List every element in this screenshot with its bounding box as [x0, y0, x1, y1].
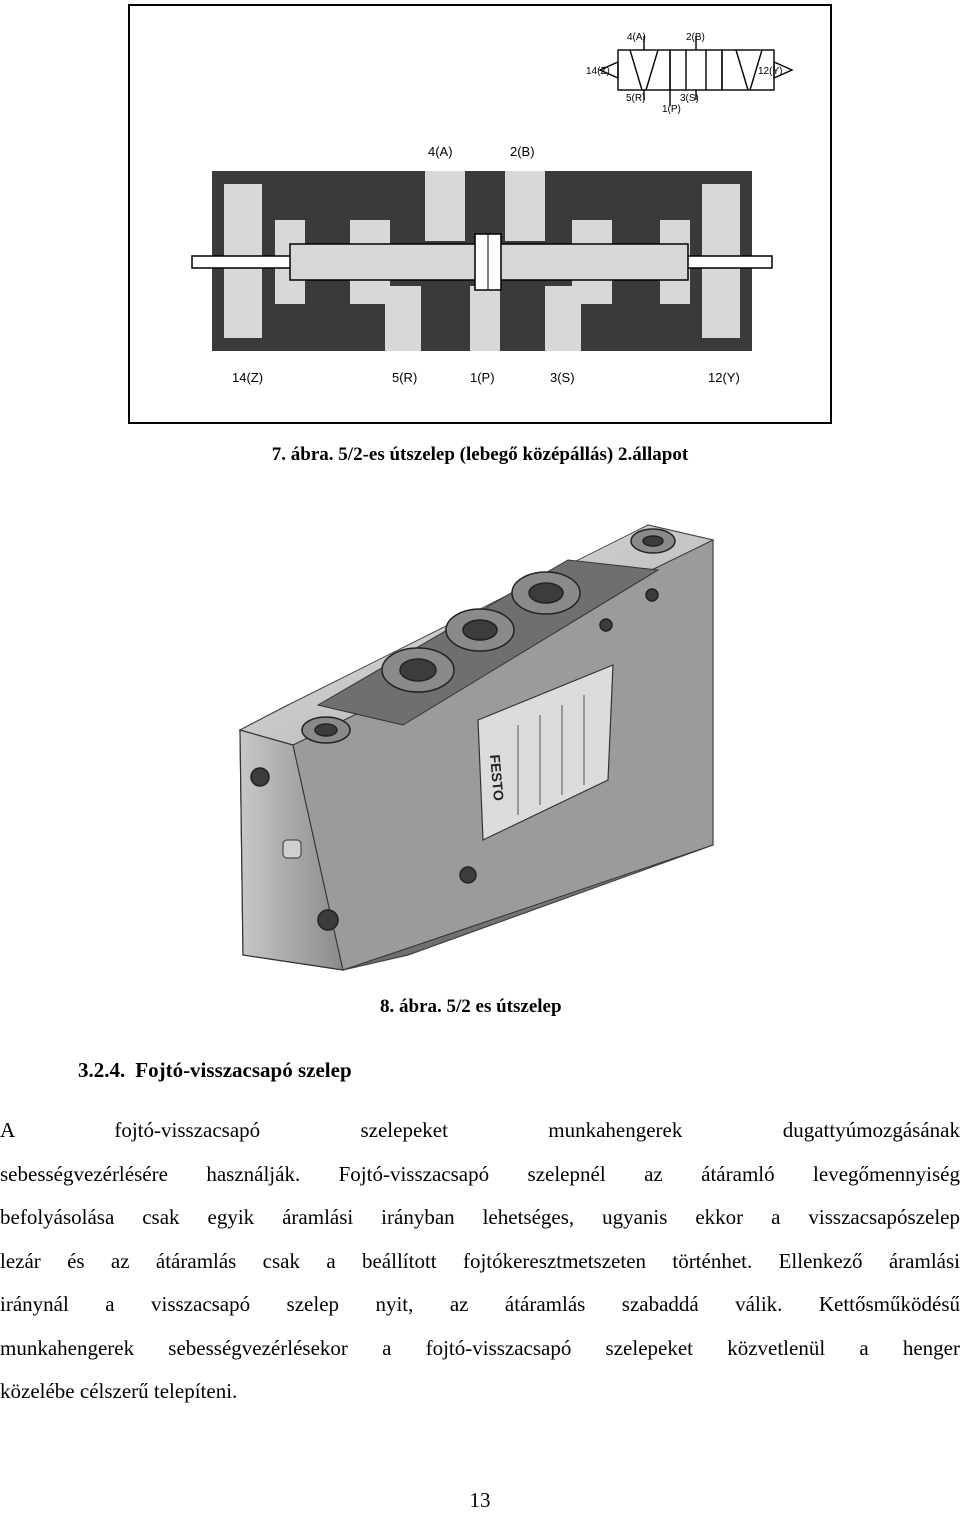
brand-plate-text: FESTO	[487, 754, 507, 802]
body-paragraph: A fojtó-visszacsapó szelepeket munkaheng…	[0, 1109, 960, 1414]
section-title: Fojtó-visszacsapó szelep	[135, 1058, 352, 1082]
paragraph-line: közelébe célszerű telepíteni.	[0, 1379, 238, 1403]
symbol-port-12-label: 12(Y)	[758, 66, 782, 77]
valve-symbol	[598, 36, 794, 106]
section-port-2-label: 2(B)	[510, 144, 535, 159]
section-port-14-label: 14(Z)	[232, 370, 263, 385]
section-port-12-label: 12(Y)	[708, 370, 740, 385]
page-number: 13	[469, 1488, 491, 1512]
section-heading: 3.2.4. Fojtó-visszacsapó szelep	[78, 1058, 352, 1083]
symbol-port-14-label: 14(Z)	[586, 66, 610, 77]
valve-body	[191, 171, 773, 351]
section-port-4-label: 4(A)	[428, 144, 453, 159]
valve-section-drawing: 4(A) 2(B) 14(Z) 12(Y) 5(R) 3(S) 1(P) 4(A…	[191, 32, 794, 385]
symbol-port-3-label: 3(S)	[680, 93, 699, 104]
valve-section-figure: 4(A) 2(B) 14(Z) 12(Y) 5(R) 3(S) 1(P) 4(A…	[128, 4, 832, 424]
symbol-port-2-label: 2(B)	[686, 32, 705, 43]
symbol-port-5-label: 5(R)	[626, 93, 645, 104]
figure-7-caption: 7. ábra. 5/2-es útszelep (lebegő középál…	[271, 444, 689, 465]
section-number: 3.2.4.	[78, 1058, 126, 1082]
paragraph-line: munkahengerek sebességvezérlésekor a foj…	[0, 1335, 960, 1360]
valve-ports	[250, 528, 676, 931]
plate-lines	[517, 695, 585, 815]
paragraph-line: sebességvezérlésére használják. Fojtó-vi…	[0, 1161, 960, 1186]
paragraph-line: A fojtó-visszacsapó szelepeket munkaheng…	[0, 1118, 960, 1142]
section-port-3-label: 3(S)	[550, 370, 575, 385]
paragraph-line: befolyásolása csak egyik áramlási irányb…	[0, 1205, 960, 1229]
valve-photo: FESTO	[228, 515, 728, 975]
section-port-5-label: 5(R)	[392, 370, 417, 385]
section-port-1-label: 1(P)	[470, 370, 495, 385]
symbol-port-4-label: 4(A)	[627, 32, 646, 43]
paragraph-line: lezár és az átáramlás csak a beállított …	[0, 1248, 960, 1273]
valve-photo-drawing: FESTO	[238, 524, 715, 971]
symbol-port-1-label: 1(P)	[662, 104, 681, 115]
figure-8-caption: 8. ábra. 5/2 es útszelep	[380, 996, 562, 1017]
paragraph-line: iránynál a visszacsapó szelep nyit, az á…	[0, 1292, 960, 1316]
